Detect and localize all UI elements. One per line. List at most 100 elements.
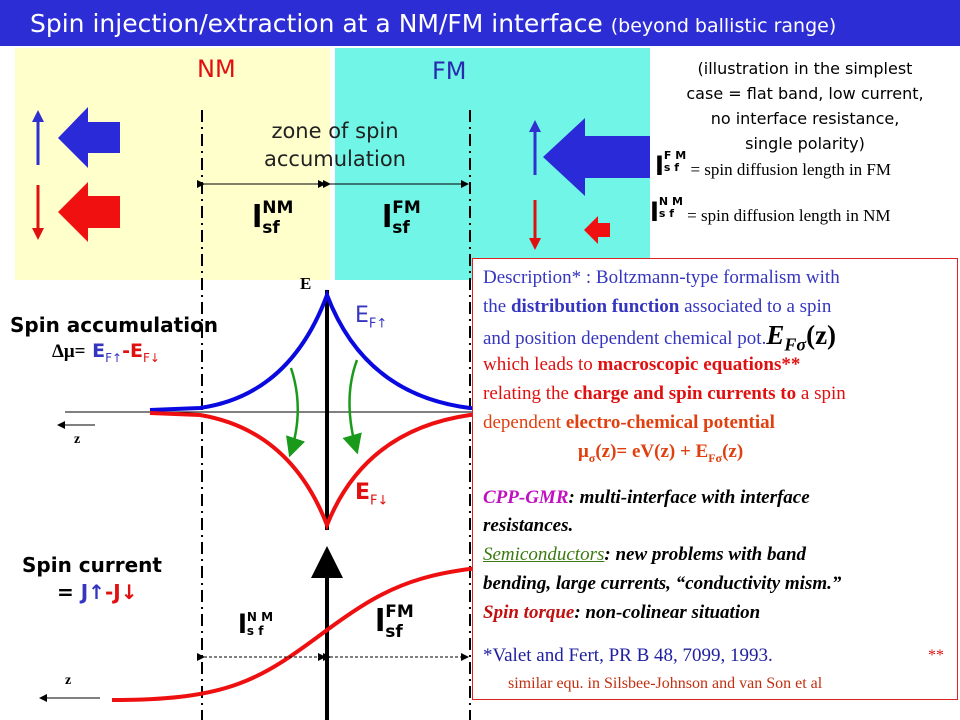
t: μ	[578, 441, 589, 462]
dmu: Δμ=	[52, 341, 86, 362]
e: E	[129, 340, 143, 362]
f-down: F↓	[370, 493, 389, 509]
t: electro-chemical potential	[565, 412, 775, 433]
t: associated to a spin	[679, 296, 832, 317]
nm-region	[15, 48, 330, 280]
spin-accumulation-title: Spin accumulation	[10, 313, 219, 337]
t: and position dependent chemical pot.	[483, 328, 767, 349]
semiconductors-line-2: bending, large currents, “conductivity m…	[483, 573, 842, 594]
z-axis-label: z	[74, 432, 81, 447]
nm-spin-up-arrow-icon	[32, 110, 44, 165]
fm: FM	[392, 198, 421, 218]
note-line: (illustration in the simplest	[697, 59, 913, 78]
sf: s f	[246, 624, 264, 638]
cpp-gmr-line: CPP-GMR: multi-interface with interface	[483, 483, 810, 512]
l: l	[382, 200, 393, 235]
desc-line-2: the distribution function associated to …	[483, 292, 831, 321]
ef-up-curve	[149, 289, 576, 412]
t: relating the	[483, 383, 574, 404]
reference-2: similar equ. in Silsbee-Johnson and van …	[508, 675, 823, 692]
sup-fm: F M	[663, 149, 687, 162]
t: which leads to	[483, 354, 598, 375]
sub-sf: s f	[658, 207, 675, 220]
nm-blue-flux-arrow-icon	[58, 107, 120, 168]
eq: =	[57, 580, 74, 604]
desc-formula: μσ(z)= eV(z) + EFσ(z)	[578, 437, 743, 473]
t: σ	[588, 450, 596, 465]
sf: sf	[262, 218, 280, 238]
spin-accumulation-formula: Δμ= EF↑-EF↓	[52, 340, 160, 365]
e: E	[355, 303, 369, 328]
note-line: single polarity)	[745, 134, 865, 153]
t: E	[766, 320, 785, 350]
nm: NM	[262, 198, 294, 218]
energy-axis-label: E	[300, 274, 312, 293]
note-line: no interface resistance,	[710, 109, 900, 128]
dash: -	[122, 340, 130, 362]
l: l	[375, 604, 386, 639]
ef-down-label: EF↓	[355, 480, 388, 508]
reference: *Valet and Fert, PR B 48, 7099, 1993.	[483, 645, 773, 666]
relaxation-arrow-nm	[286, 367, 306, 458]
fm-red-flux-arrow-icon	[584, 216, 610, 244]
desc-line-1: Description* : Boltzmann-type formalism …	[483, 267, 840, 288]
l: l	[252, 200, 263, 235]
t: CPP-GMR	[483, 487, 569, 508]
f-up: F↑	[368, 316, 388, 332]
l-symbol: l	[655, 152, 664, 182]
z-axis-label-2: z	[65, 673, 72, 688]
t: : new problems with band	[604, 544, 807, 565]
relaxation-arrow-fm	[342, 359, 362, 455]
cpp-gmr-line-2: resistances.	[483, 515, 574, 536]
l: l	[238, 610, 247, 640]
reference-stars: **	[928, 647, 944, 664]
title-bar: Spin injection/extraction at a NM/FM int…	[0, 0, 960, 46]
slide-title: Spin injection/extraction at a NM/FM int…	[30, 9, 836, 38]
fm-label: FM	[432, 57, 467, 85]
semiconductors-line: Semiconductors: new problems with band	[483, 540, 806, 569]
nm-label: NM	[197, 55, 236, 83]
desc-line-5: relating the charge and spin currents to…	[483, 379, 846, 408]
spin-torque-line: Spin torque: non-colinear situation	[483, 598, 760, 627]
nm-red-flux-arrow-icon	[58, 182, 120, 242]
spin-current-curve	[111, 561, 576, 702]
t: the	[483, 296, 511, 317]
spin-current-title: Spin current	[22, 553, 162, 577]
fm-spin-down-arrow-icon	[529, 200, 541, 250]
t: distribution function	[510, 296, 680, 317]
ef-down-curve	[149, 411, 576, 531]
t: (z)	[806, 320, 837, 350]
sf: sf	[385, 622, 403, 642]
illustration-note: (illustration in the simplest case = fla…	[660, 56, 950, 156]
sub-sf: s f	[663, 161, 680, 174]
title-sub: (beyond ballistic range)	[610, 15, 837, 37]
t: Spin torque	[483, 602, 575, 623]
desc-line-4: which leads to macroscopic equations**	[483, 350, 800, 379]
nm-spin-down-arrow-icon	[32, 185, 44, 240]
t: : multi-interface with interface	[568, 487, 810, 508]
t: Fσ	[784, 334, 807, 355]
f-down: F↓	[142, 350, 160, 365]
t: dependent	[483, 412, 566, 433]
description-box: Description* : Boltzmann-type formalism …	[472, 258, 958, 700]
sf: sf	[392, 218, 410, 238]
l-symbol: l	[650, 198, 659, 228]
desc-line-3: and position dependent chemical pot.EFσ(…	[483, 321, 836, 359]
fm-spin-up-arrow-icon	[529, 120, 541, 175]
j-up: J↑	[80, 580, 105, 604]
f-up: F↑	[105, 350, 123, 365]
fm-definition-text: = spin diffusion length in FM	[690, 160, 892, 179]
e: E	[355, 480, 371, 505]
sup-nm: N M	[658, 195, 683, 208]
title-main: Spin injection/extraction at a NM/FM int…	[30, 9, 603, 38]
t: charge and spin currents to	[573, 383, 797, 404]
e: E	[92, 340, 106, 362]
t: a spin	[796, 383, 846, 404]
nm-definition-text: = spin diffusion length in NM	[687, 206, 891, 225]
fm-blue-flux-arrow-icon	[543, 118, 650, 196]
